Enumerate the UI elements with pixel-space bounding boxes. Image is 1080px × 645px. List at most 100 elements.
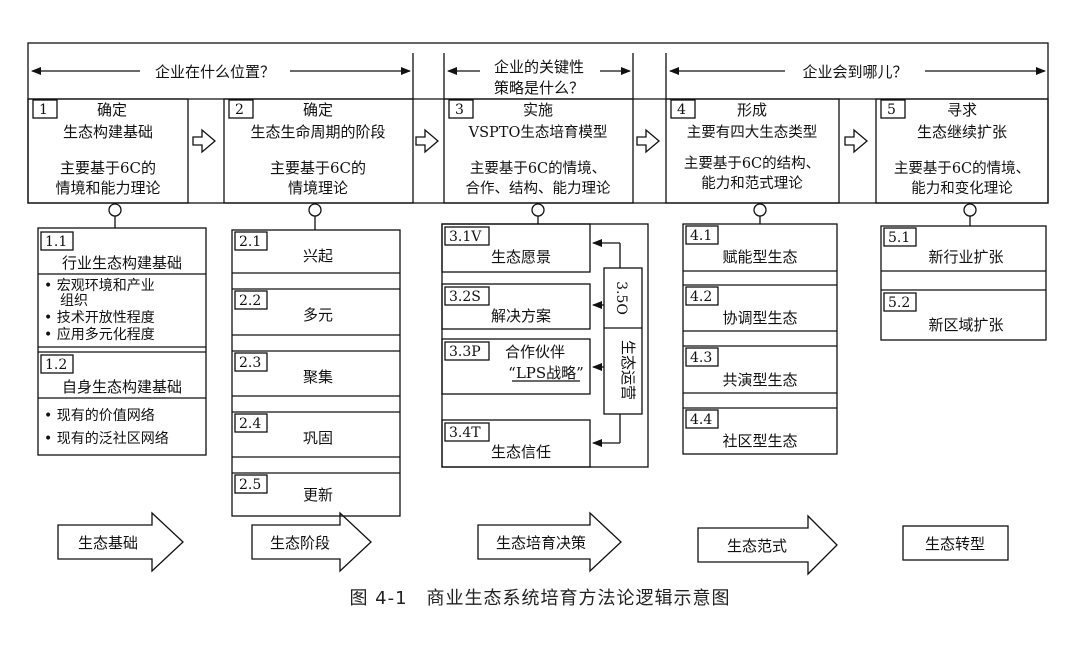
types-4-3-num: 4.3 xyxy=(690,350,712,366)
stage-1-basis-line1: 主要基于6C的 xyxy=(60,159,156,177)
lifecycle-2-3-label: 聚集 xyxy=(303,368,333,386)
bottom-arrow-2 xyxy=(251,511,372,573)
vspto-3-3-sublabel: “LPS战略” xyxy=(508,364,584,382)
foundation-1-2-bullet-2: • 现有的泛社区网络 xyxy=(44,431,169,447)
stage-3-num-box xyxy=(448,99,474,119)
stage-5-num: 5 xyxy=(887,102,896,118)
vspto-3-1-label: 生态愿景 xyxy=(491,248,551,266)
figure-caption: 图 4-1 商业生态系统培育方法论逻辑示意图 xyxy=(349,588,731,609)
vspto-3-1-box xyxy=(441,223,591,273)
foundation-1-1-num-box xyxy=(40,231,74,251)
bottom-box-5 xyxy=(902,525,1009,561)
types-4-2-num: 4.2 xyxy=(690,289,712,305)
stage-4-title: 形成 xyxy=(737,101,767,119)
connector-4 xyxy=(753,203,767,217)
stage-4-box xyxy=(665,98,840,204)
lifecycle-2-4-num-box xyxy=(234,413,268,433)
stage-5-basis-line2: 能力和变化理论 xyxy=(911,180,1013,197)
lifecycle-2-5-num-box xyxy=(234,474,268,494)
stage-4-basis-line1: 主要基于6C的结构、 xyxy=(684,155,820,172)
connector-5 xyxy=(963,203,977,217)
vspto-3-3-num: 3.3P xyxy=(449,344,481,360)
vspto-3-2-label: 解决方案 xyxy=(491,307,551,325)
stage-3-basis-line2: 合作、结构、能力理论 xyxy=(466,180,611,197)
types-4-2-label: 协调型生态 xyxy=(722,309,797,327)
foundation-1-1-bullet-3: • 应用多元化程度 xyxy=(44,326,155,343)
types-4-3-num-box xyxy=(685,347,719,367)
lifecycle-2-1-label: 兴起 xyxy=(303,247,333,265)
stage-4-subtitle: 主要有四大生态类型 xyxy=(687,124,818,141)
vspto-3-3-num-box xyxy=(444,341,490,361)
foundation-1-1-bullet-1-line2: 组织 xyxy=(60,293,88,309)
lifecycle-panel xyxy=(231,229,401,517)
types-4-4-label: 社区型生态 xyxy=(722,432,797,450)
expansion-panel xyxy=(880,225,1047,341)
connector-3 xyxy=(531,203,545,217)
bottom-arrow-4 xyxy=(697,514,838,576)
types-4-3-label: 共演型生态 xyxy=(722,371,797,389)
vspto-3-4-num-box xyxy=(444,422,490,442)
types-4-1-num: 4.1 xyxy=(690,228,712,244)
foundation-1-2-num-box xyxy=(40,354,74,374)
types-4-2-num-box xyxy=(685,286,719,306)
stage-3-title: 实施 xyxy=(523,101,553,119)
vspto-operations-label: 生态运营 xyxy=(619,340,637,400)
stage-1-basis-line2: 情境和能力理论 xyxy=(55,179,160,197)
connector-1 xyxy=(108,203,122,217)
vspto-operations-box xyxy=(603,267,643,415)
stage-5-subtitle: 生态继续扩张 xyxy=(917,123,1007,141)
stage-5-num-box xyxy=(880,99,906,119)
foundation-1-1-num: 1.1 xyxy=(45,234,67,250)
bottom-arrow-1-label: 生态基础 xyxy=(78,534,138,552)
lifecycle-2-4-num: 2.4 xyxy=(239,416,261,432)
vspto-3-4-label: 生态信任 xyxy=(491,443,551,461)
stage-3-num: 3 xyxy=(455,102,464,118)
stage-1-num: 1 xyxy=(39,102,48,118)
expansion-5-1-label: 新行业扩张 xyxy=(928,248,1003,266)
lifecycle-2-1-num: 2.1 xyxy=(239,234,261,250)
foundation-1-1-bullet-1-line1: • 宏观环境和产业 xyxy=(44,278,155,294)
stage-3-subtitle: VSPTO生态培育模型 xyxy=(468,124,608,141)
vspto-3-2-num-box xyxy=(444,286,490,306)
lifecycle-2-1-num-box xyxy=(234,231,268,251)
stage-4-num: 4 xyxy=(677,102,686,118)
types-4-4-num: 4.4 xyxy=(690,412,712,428)
bottom-arrow-1 xyxy=(57,511,184,573)
stage-4-basis-line2: 能力和范式理论 xyxy=(701,175,803,192)
vspto-3-1-num: 3.1V xyxy=(449,229,482,245)
vspto-3-1-num-box xyxy=(444,226,490,246)
lifecycle-2-3-num: 2.3 xyxy=(239,355,261,371)
lifecycle-2-5-num: 2.5 xyxy=(239,477,261,493)
stage-3-box xyxy=(443,98,634,204)
stage-2-subtitle: 生态生命周期的阶段 xyxy=(250,123,385,141)
question-where-now: 企业在什么位置？ xyxy=(155,63,275,81)
expansion-5-1-num: 5.1 xyxy=(888,230,910,246)
expansion-5-2-num: 5.2 xyxy=(888,295,910,311)
foundation-1-2-title: 自身生态构建基础 xyxy=(62,378,182,396)
stage-arrow-1 xyxy=(192,128,217,154)
bottom-box-5-label: 生态转型 xyxy=(925,535,985,553)
lifecycle-2-2-num-box xyxy=(234,290,268,310)
bottom-arrow-2-label: 生态阶段 xyxy=(270,534,330,552)
stage-2-basis-line1: 主要基于6C的 xyxy=(270,159,366,177)
vspto-3-4-box xyxy=(441,419,591,468)
foundation-panel xyxy=(37,227,207,456)
lifecycle-2-2-label: 多元 xyxy=(303,306,333,324)
vspto-3-3-box xyxy=(441,338,591,395)
stage-arrow-2 xyxy=(415,128,440,154)
lifecycle-2-5-label: 更新 xyxy=(303,486,333,504)
stage-5-title: 寻求 xyxy=(947,101,977,119)
expansion-5-2-num-box xyxy=(883,292,917,312)
stage-2-basis-line2: 情境理论 xyxy=(288,179,348,197)
lifecycle-2-3-num-box xyxy=(234,352,268,372)
connector-2 xyxy=(308,203,322,217)
vspto-3-2-box xyxy=(441,283,591,330)
lifecycle-2-2-num: 2.2 xyxy=(239,293,261,309)
bottom-arrow-4-label: 生态范式 xyxy=(727,537,787,555)
stage-2-title: 确定 xyxy=(303,101,333,119)
stage-5-basis-line1: 主要基于6C的情境、 xyxy=(894,159,1030,177)
stage-4-num-box xyxy=(670,99,696,119)
stage-1-subtitle: 生态构建基础 xyxy=(63,123,153,141)
stage-1-box xyxy=(27,98,189,204)
